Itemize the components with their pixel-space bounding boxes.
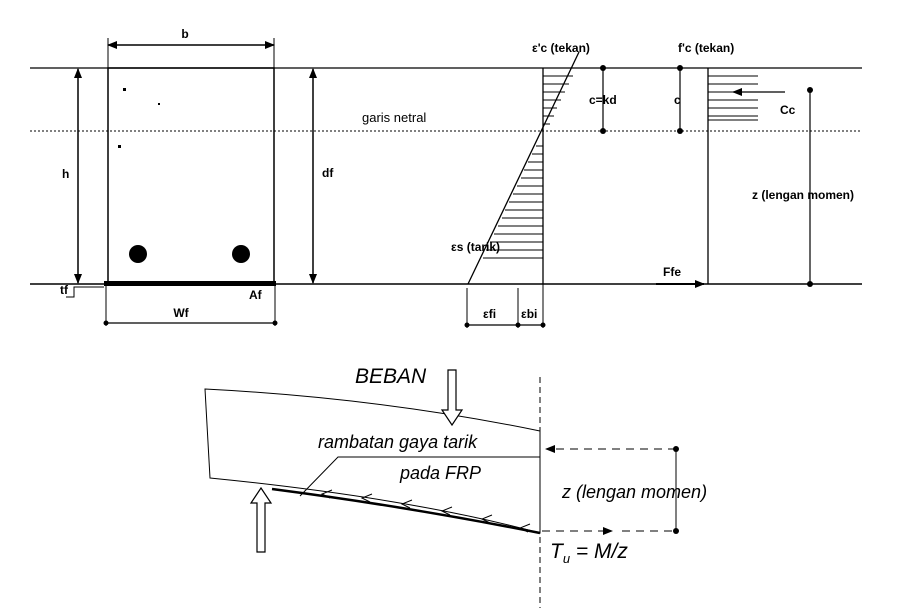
af-label: Af (249, 288, 263, 302)
tu-subscript: u (563, 551, 570, 566)
rebar-right (232, 245, 250, 263)
z-label: z (lengan momen) (752, 188, 854, 202)
propagation-label-line2: pada FRP (399, 463, 481, 483)
ckd-dot-bottom (600, 128, 606, 134)
load-arrow (440, 369, 464, 427)
c-label: c (674, 93, 681, 107)
efi-dot-3 (540, 322, 546, 328)
z-dot-top (807, 87, 813, 93)
wf-dot-left (103, 320, 109, 326)
frp-strip (271, 487, 541, 535)
efi-label: εfi (483, 307, 496, 321)
speck (118, 145, 121, 148)
ebi-label: εbi (521, 307, 537, 321)
stress-top-label: f'c (tekan) (678, 41, 734, 55)
strain-hatching-tension (483, 145, 543, 259)
wf-label: Wf (173, 306, 189, 320)
propagation-label-line1: rambatan gaya tarik (318, 432, 478, 452)
efi-dot-2 (515, 322, 521, 328)
propagation-leader (299, 456, 540, 497)
strain-tension-label: εs (tarik) (451, 240, 500, 254)
h-label: h (62, 167, 69, 181)
ckd-dot-top (600, 65, 606, 71)
cc-label: Cc (780, 103, 796, 117)
cross-section: b h df tf Wf Af (60, 27, 334, 326)
load-label: BEBAN (355, 365, 427, 388)
strain-hatching-compression (543, 75, 573, 125)
propagation-arrowheads (320, 489, 531, 533)
wf-dot-right (272, 320, 278, 326)
neutral-axis-label: garis netral (362, 110, 426, 125)
z-dot-bottom (807, 281, 813, 287)
tf-leader (66, 286, 104, 298)
tu-expression: = M/z (570, 540, 628, 563)
tu-symbol: T (550, 540, 565, 563)
c-dot-bottom (677, 128, 683, 134)
speck (123, 88, 126, 91)
rebar-left (129, 245, 147, 263)
beam-outline (204, 388, 541, 534)
strain-diagram: ε'c (tekan) εs (tarik) c=kd εfi εbi (451, 41, 617, 328)
df-label: df (322, 166, 334, 180)
tu-equation: Tu = M/z (550, 540, 628, 566)
stress-block-hatching (708, 75, 758, 117)
speck (158, 103, 160, 105)
ffe-label: Ffe (663, 265, 681, 279)
support-arrow (249, 486, 273, 553)
tf-label: tf (60, 283, 69, 297)
beam-z-label: z (lengan momen) (561, 482, 707, 502)
strain-top-label: ε'c (tekan) (532, 41, 590, 55)
ckd-label: c=kd (589, 93, 617, 107)
efi-dot-1 (464, 322, 470, 328)
frp-plate (104, 281, 276, 286)
c-dot-top (677, 65, 683, 71)
strain-profile-line (467, 51, 580, 285)
stress-diagram: f'c (tekan) c Cc Ffe z (lengan momen) (656, 41, 854, 288)
b-label: b (181, 27, 188, 41)
deformed-beam: BEBAN rambatan gaya tarik pada FRP z (le… (204, 365, 707, 608)
